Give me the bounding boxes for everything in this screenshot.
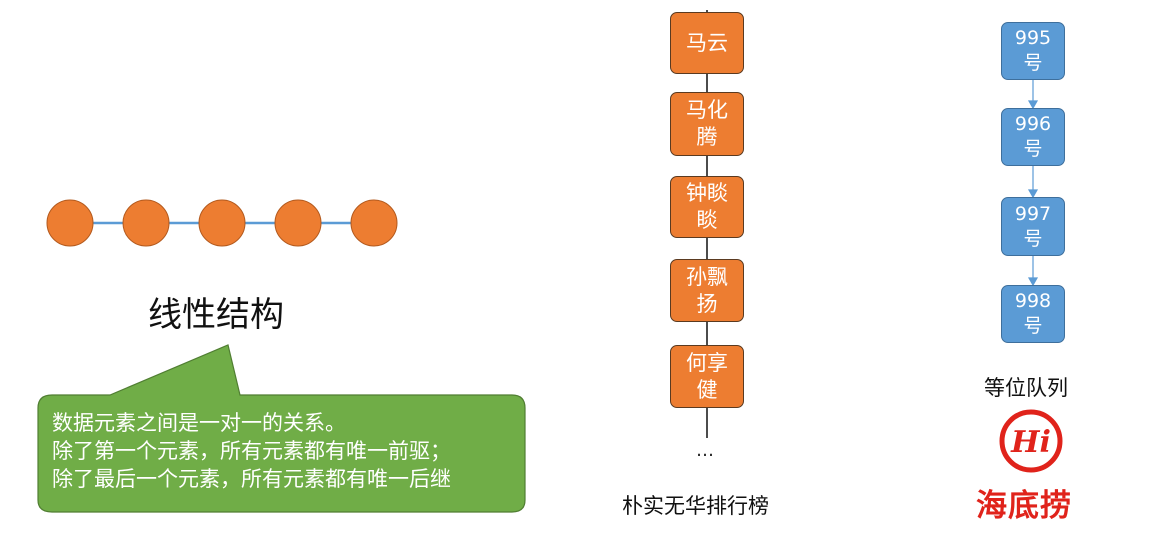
callout-text: 数据元素之间是一对一的关系。 除了第一个元素，所有元素都有唯一前驱； 除了最后一…: [52, 409, 522, 493]
linear-node: [350, 199, 398, 247]
queue-box: 997号: [1001, 197, 1065, 256]
linear-node: [274, 199, 322, 247]
callout-line: 除了最后一个元素，所有元素都有唯一后继: [52, 467, 451, 491]
queue-box: 998号: [1001, 285, 1065, 343]
linear-node: [198, 199, 246, 247]
linear-node: [122, 199, 170, 247]
ranking-box: 马化腾: [670, 92, 744, 156]
ranking-ellipsis: …: [696, 440, 714, 461]
callout-bubble: [37, 344, 526, 513]
queue-box: 996号: [1001, 108, 1065, 166]
linear-structure: [46, 199, 398, 247]
callout-line: 数据元素之间是一对一的关系。: [52, 411, 346, 435]
ranking-label: 孙飘扬: [686, 264, 728, 316]
logo-text: 海底捞: [976, 488, 1072, 524]
haidilao-logo-icon: Hi: [995, 405, 1067, 477]
linear-node: [46, 199, 94, 247]
ranking-box: 何享健: [670, 345, 744, 408]
ranking-box: 马云: [670, 12, 744, 74]
ranking-label: 马云: [686, 30, 728, 55]
linear-title: 线性结构: [148, 295, 284, 335]
ranking-box: 钟睒睒: [670, 176, 744, 238]
ranking-label: 马化腾: [686, 98, 728, 149]
queue-caption: 等位队列: [984, 376, 1068, 400]
ranking-label: 钟睒睒: [686, 181, 728, 232]
ranking-caption: 朴实无华排行榜: [622, 494, 769, 518]
queue-arrows: [1027, 80, 1039, 287]
queue-box: 995号: [1001, 22, 1065, 80]
queue-label: 998号: [1014, 290, 1052, 337]
ranking-label: 何享健: [686, 350, 728, 402]
ranking-box: 孙飘扬: [670, 259, 744, 322]
callout-line: 除了第一个元素，所有元素都有唯一前驱；: [52, 439, 451, 463]
queue-label: 997号: [1014, 202, 1052, 250]
svg-text:Hi: Hi: [1010, 425, 1051, 460]
queue-label: 996号: [1014, 113, 1052, 160]
queue-label: 995号: [1014, 27, 1052, 74]
